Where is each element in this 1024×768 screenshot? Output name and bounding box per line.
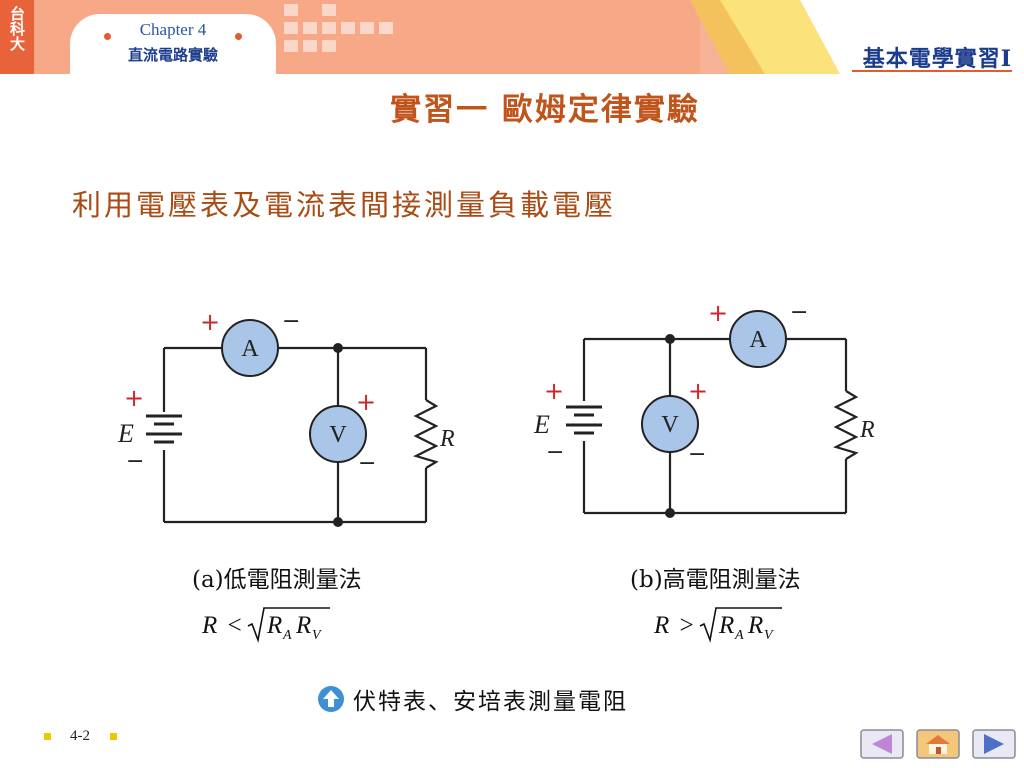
chapter-title: 直流電路實驗 <box>127 46 218 64</box>
circuit-b-node-top <box>665 334 675 344</box>
formula-a-rv-sub: V <box>312 628 322 643</box>
chapter-dot-left <box>104 33 111 40</box>
header-banner: 台科大 Chapter 4 直流電路實驗 <box>0 0 1024 74</box>
circuit-b-ammeter <box>729 310 787 368</box>
chapter-badge: Chapter 4 直流電路實驗 <box>70 14 276 74</box>
circuit-a-resistor-label: R <box>439 426 455 452</box>
circuit-b-source-label: E <box>533 410 550 439</box>
page-number: 4-2 <box>70 728 90 744</box>
circuit-a-ammeter <box>221 319 279 377</box>
formula-a-rv: R <box>295 612 311 639</box>
formula-b-rv: R <box>747 612 763 639</box>
slide-subtitle: 利用電壓表及電流表間接測量負載電壓 <box>72 188 617 222</box>
circuit-a-diagram: A V E R + − + − + − <box>117 308 455 527</box>
slide-title: 實習一 歐姆定律實驗 <box>390 92 700 128</box>
right-triangle-icon[interactable] <box>972 729 1016 759</box>
circuit-b-resistor-label: R <box>859 417 875 443</box>
formula-a-operator: < <box>226 612 243 639</box>
circuit-b-voltmeter-label: V <box>661 412 679 438</box>
circuit-b-voltmeter-plus: + <box>688 377 708 405</box>
circuit-a-ammeter-minus: − <box>282 309 300 334</box>
circuit-a-voltmeter-minus: − <box>358 451 376 476</box>
formula-b-ra: R <box>718 612 734 639</box>
circuit-a-node-top <box>333 343 343 353</box>
formula-a-ra-sub: A <box>282 628 292 643</box>
formula-b-rv-sub: V <box>764 628 774 643</box>
publisher-logo-text: 台科大 <box>8 6 26 51</box>
chapter-dot-right <box>235 33 242 40</box>
circuit-b-ammeter-label: A <box>749 327 767 353</box>
next-slide-button[interactable] <box>972 729 1016 759</box>
circuit-a-ammeter-label: A <box>241 336 259 362</box>
circuit-a-voltmeter-label: V <box>329 422 347 448</box>
circuit-a-source-label: E <box>117 419 134 448</box>
circuit-a-ammeter-plus: + <box>200 308 220 336</box>
circuit-a-voltmeter <box>309 405 367 463</box>
course-title-underline <box>852 70 1012 72</box>
circuit-b-ammeter-plus: + <box>708 299 728 327</box>
up-arrow-icon[interactable] <box>317 685 345 713</box>
circuit-b-ammeter-minus: − <box>790 300 808 325</box>
circuit-a-node-bottom <box>333 517 343 527</box>
circuit-b-diagram: A V E R + − + − + − <box>533 299 875 518</box>
footer-bullet-right <box>110 733 117 740</box>
formula-b-lhs: R <box>653 612 669 639</box>
chapter-label: Chapter 4 <box>139 20 207 39</box>
home-button[interactable] <box>916 729 960 759</box>
formula-a-lhs: R <box>201 612 217 639</box>
home-icon[interactable] <box>916 729 960 759</box>
circuit-b-node-bottom <box>665 508 675 518</box>
circuit-b-source-plus: + <box>544 377 564 405</box>
formula-b-sqrt <box>699 607 782 643</box>
formula-a-sqrt <box>247 607 330 643</box>
circuit-b-formula: R > R A R V <box>653 607 782 643</box>
footer-bullet-left <box>44 733 51 740</box>
circuit-b-voltmeter-minus: − <box>688 442 706 467</box>
course-title: 基本電學實習Ⅰ <box>862 46 1012 72</box>
prev-slide-button[interactable] <box>860 729 904 759</box>
publisher-logo: 台科大 <box>0 0 34 74</box>
related-topic-link[interactable]: 伏特表、安培表測量電阻 <box>317 682 628 716</box>
circuit-a-formula: R < R A R V <box>201 607 330 643</box>
circuit-a-source-plus: + <box>124 384 144 412</box>
related-topic-label[interactable]: 伏特表、安培表測量電阻 <box>353 689 628 715</box>
left-triangle-icon[interactable] <box>860 729 904 759</box>
circuit-b-voltmeter <box>641 395 699 453</box>
formula-b-ra-sub: A <box>734 628 744 643</box>
circuit-b-caption: (b)高電阻測量法 <box>630 567 801 593</box>
circuit-a-voltmeter-plus: + <box>356 388 376 416</box>
circuit-a-source-minus: − <box>126 449 144 474</box>
formula-a-ra: R <box>266 612 282 639</box>
circuit-b-source-minus: − <box>546 440 564 465</box>
formula-b-operator: > <box>678 612 695 639</box>
circuit-a-caption: (a)低電阻測量法 <box>192 567 362 593</box>
